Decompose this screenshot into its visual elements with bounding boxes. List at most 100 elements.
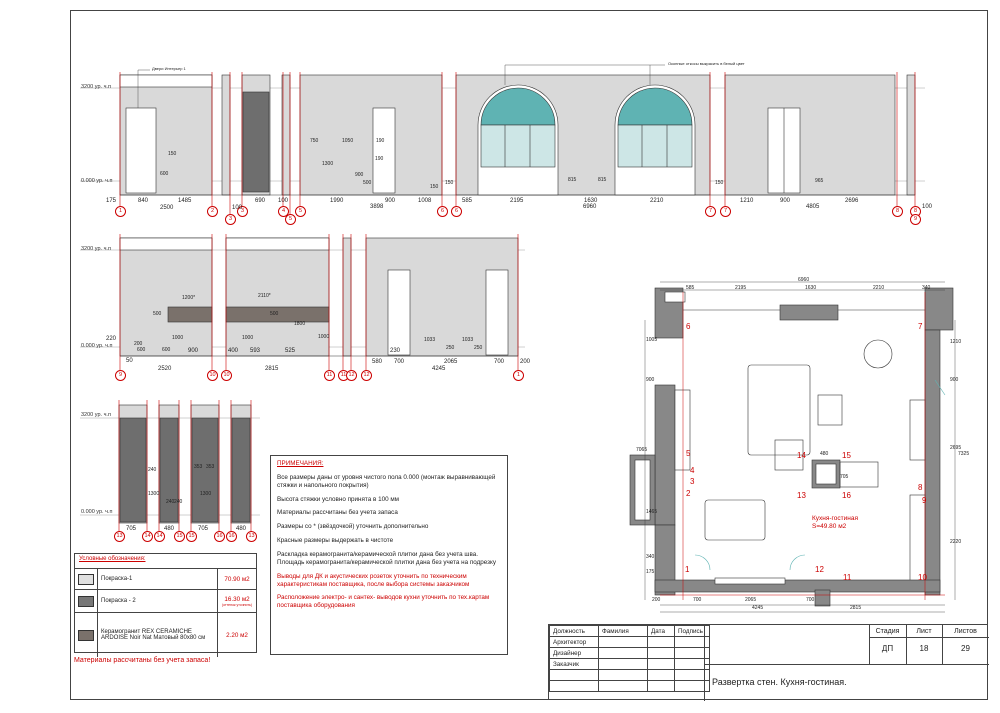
note-item-red: Выводы для ДК и акустических розеток уто… xyxy=(277,572,470,588)
dimension-label: 353 xyxy=(206,464,215,470)
dimension-label: 1200* xyxy=(182,295,196,301)
dimension-label: 100 xyxy=(232,205,243,211)
dimension-label: 7065 xyxy=(636,447,648,453)
stamp-header: Дата xyxy=(647,625,675,637)
signature-table: Должность Фамилия Дата Подпись Архитекто… xyxy=(549,625,710,692)
axis-marker: 14 xyxy=(142,531,153,542)
dimension-label: 815 xyxy=(568,177,577,183)
dimension-label: 4805 xyxy=(806,204,820,210)
axis-marker: 7 xyxy=(705,206,716,217)
dimension-label: 11 xyxy=(843,573,852,582)
sheets-label: Листов xyxy=(954,628,977,635)
floor-plan xyxy=(629,287,954,607)
dimension-label: 1465 xyxy=(646,509,658,515)
dimension-label: 690 xyxy=(255,198,266,204)
dimension-label: 1033 xyxy=(462,337,474,343)
materials-footer-note: Материалы рассчитаны без учета запаса! xyxy=(74,657,211,664)
legend-value: 16.30 м2(оттенок уточнить) xyxy=(218,596,256,607)
dimension-label: 220 xyxy=(106,336,117,342)
room-name: Кухня-гостиная xyxy=(812,515,858,522)
axis-marker: 2 xyxy=(207,206,218,217)
dimension-label: 2696 xyxy=(845,198,859,204)
dimension-label: 15 xyxy=(842,451,851,460)
dimension-label: 50 xyxy=(126,358,133,364)
dimension-label: 965 xyxy=(815,178,824,184)
axis-marker: 3 xyxy=(225,214,236,225)
dimension-label: 1210 xyxy=(740,198,754,204)
dimension-label: 100 xyxy=(922,204,933,210)
dimension-label: 705 xyxy=(126,526,137,532)
dimension-label: 16 xyxy=(842,491,851,500)
axis-marker: 3 xyxy=(237,206,248,217)
dimension-label: 1485 xyxy=(178,198,192,204)
level-top-row2: 3200 ур. ч.п xyxy=(81,246,111,252)
swatch-porcelain-tile xyxy=(78,629,94,641)
dimension-label: 1 xyxy=(685,565,690,574)
dimension-label: 700 xyxy=(806,597,815,603)
dimension-label: 6 xyxy=(686,322,691,331)
level-zero-row1: 0.000 ур. ч.п xyxy=(81,178,113,184)
legend-heading: Условные обозначения: xyxy=(75,554,256,569)
axis-marker: 15 xyxy=(186,531,197,542)
axis-marker: 7 xyxy=(720,206,731,217)
dimension-label: 585 xyxy=(462,198,473,204)
window-note: Оконные откосы выкрасить в белый цвет xyxy=(668,61,745,66)
dimension-label: 500 xyxy=(270,311,279,317)
axis-marker: 13 xyxy=(246,531,257,542)
note-item: Размеры со * (звёздочкой) уточнить допол… xyxy=(277,523,429,531)
notes-box: ПРИМЕЧАНИЯ: Все размеры даны от уровня ч… xyxy=(270,455,508,655)
dimension-label: 1800 xyxy=(294,321,306,327)
axis-marker: 10 xyxy=(221,370,232,381)
level-top-row3: 3200 ур. ч.п xyxy=(81,412,111,418)
dimension-label: 900 xyxy=(780,198,791,204)
elevation-row-2 xyxy=(80,237,525,357)
dimension-label: 2195 xyxy=(735,285,747,291)
stage-value: ДП xyxy=(881,644,894,653)
axis-marker: 1 xyxy=(115,206,126,217)
dimension-label: 700 xyxy=(394,359,405,365)
axis-marker: 11 xyxy=(324,370,335,381)
axis-marker: 14 xyxy=(154,531,165,542)
sheet-frame xyxy=(70,10,988,700)
dimension-label: 500 xyxy=(153,311,162,317)
dimension-label: 2695 xyxy=(950,445,962,451)
plan-red-frame xyxy=(660,292,945,600)
legend-value: 70.90 м2 xyxy=(224,575,250,583)
axis-marker: 6 xyxy=(437,206,448,217)
dimension-label: 340 xyxy=(646,554,655,560)
legend-table: Условные обозначения: Покраска-1 70.90 м… xyxy=(74,553,257,657)
dimension-label: 1210 xyxy=(950,339,962,345)
dimension-label: 2815 xyxy=(850,605,862,611)
legend-row: Покраска - 2 16.30 м2(оттенок уточнить) xyxy=(75,590,256,613)
level-zero-row3: 0.000 ур. ч.п xyxy=(81,509,113,515)
note-item: Все размеры даны от уровня чистого пола … xyxy=(277,473,496,489)
axis-marker: 16 xyxy=(214,531,225,542)
dimension-label: 250 xyxy=(446,345,455,351)
elevation-row-1 xyxy=(80,74,925,196)
dimension-label: 2210 xyxy=(650,198,664,204)
dimension-label: 1300 xyxy=(200,491,212,497)
dimension-label: 200 xyxy=(520,359,531,365)
dimension-label: 1033 xyxy=(424,337,436,343)
axis-marker: 9 xyxy=(910,214,921,225)
dimension-label: 3898 xyxy=(370,204,384,210)
stamp-role: Архитектор xyxy=(549,636,599,648)
axis-marker: 16 xyxy=(226,531,237,542)
dimension-label: 12 xyxy=(815,565,824,574)
axis-marker: 1 xyxy=(513,370,524,381)
swatch-paint-2 xyxy=(78,595,94,607)
level-zero-row2: 0.000 ур. ч.п xyxy=(81,343,113,349)
dimension-label: 1630 xyxy=(584,198,598,204)
dimension-label: 6960 xyxy=(798,277,810,283)
dimension-label: 600 xyxy=(137,347,146,353)
dimension-label: 1008 xyxy=(418,198,432,204)
dimension-label: 700 xyxy=(693,597,702,603)
legend-row: Керамогранит REX CERAMICHE ARDOISE Noir … xyxy=(75,613,256,657)
axis-marker: 6 xyxy=(451,206,462,217)
note-item-red: Расположение электро- и сантех- выводов … xyxy=(277,594,490,610)
plan-dimension-lines xyxy=(644,281,956,613)
sheets-total: 29 xyxy=(961,644,970,653)
dimension-label: 705 xyxy=(840,474,849,480)
axis-marker: 5 xyxy=(285,214,296,225)
